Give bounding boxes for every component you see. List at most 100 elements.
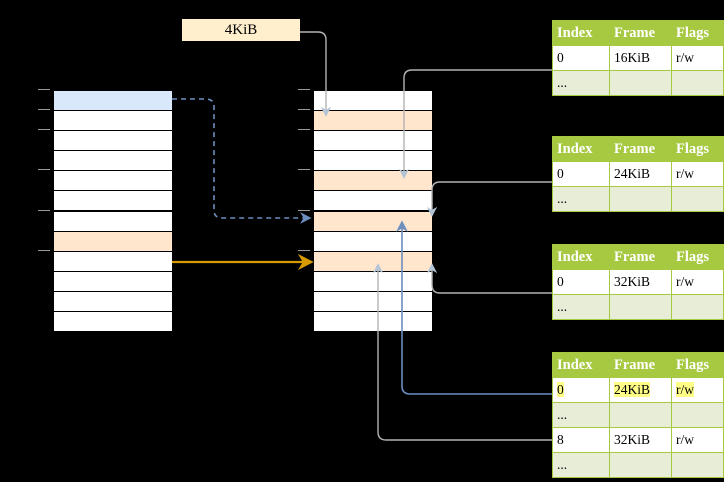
cell-frame-0: 24KiB xyxy=(609,377,672,403)
cell-flags-1 xyxy=(671,70,724,96)
wire-table2-to-physical6 xyxy=(426,181,552,217)
physical-memory-column xyxy=(312,89,433,332)
virtual-cell-row-8 xyxy=(53,250,173,272)
physical-cell-row-11 xyxy=(313,310,433,332)
virtual-cell-row-4 xyxy=(53,170,173,192)
column-header-flags: Flags xyxy=(671,20,724,46)
highlighted-value: 24KiB xyxy=(614,382,651,397)
cell-flags-1 xyxy=(671,294,724,320)
cell-flags-3 xyxy=(671,452,724,478)
physical-cell-tick-8 xyxy=(298,249,310,251)
cell-frame-1 xyxy=(609,70,672,96)
cell-flags-0: r/w xyxy=(671,45,724,71)
physical-cell-row-10 xyxy=(313,290,433,312)
page-size-label-text: 4KiB xyxy=(224,22,258,38)
cell-index-1: ... xyxy=(552,294,610,320)
physical-cell-tick-4 xyxy=(298,169,310,171)
virtual-cell-row-11 xyxy=(53,310,173,332)
cell-flags-0: r/w xyxy=(671,269,724,295)
cell-frame-0: 16KiB xyxy=(609,45,672,71)
cell-index-0: 0 xyxy=(552,269,610,295)
physical-cell-row-7 xyxy=(313,230,433,252)
virtual-cell-tick-6 xyxy=(38,209,50,211)
virtual-cell-row-0 xyxy=(53,90,173,112)
column-header-frame: Frame xyxy=(609,136,672,162)
cell-frame-3 xyxy=(609,452,672,478)
physical-cell-row-8 xyxy=(313,250,433,272)
physical-cell-row-4 xyxy=(313,170,433,192)
cell-frame-2: 32KiB xyxy=(609,427,672,453)
cell-flags-1 xyxy=(671,402,724,428)
physical-cell-row-3 xyxy=(313,150,433,172)
physical-cell-tick-6 xyxy=(298,209,310,211)
physical-cell-row-2 xyxy=(313,130,433,152)
cell-flags-2: r/w xyxy=(671,427,724,453)
virtual-cell-row-3 xyxy=(53,150,173,172)
wire-virtual0-to-physical6 xyxy=(172,98,312,224)
cell-index-2: 8 xyxy=(552,427,610,453)
physical-cell-row-1 xyxy=(313,110,433,132)
cell-index-0: 0 xyxy=(552,377,610,403)
cell-flags-0: r/w xyxy=(671,161,724,187)
virtual-cell-tick-0 xyxy=(38,89,50,90)
cell-frame-1 xyxy=(609,402,672,428)
cell-index-0: 0 xyxy=(552,161,610,187)
column-header-index: Index xyxy=(552,136,610,162)
cell-frame-0: 24KiB xyxy=(609,161,672,187)
virtual-cell-row-2 xyxy=(53,130,173,152)
table-row: 0 24KiB r/w xyxy=(552,377,724,403)
table-row: ... xyxy=(552,186,724,212)
cell-index-1: ... xyxy=(552,186,610,212)
cell-frame-0: 32KiB xyxy=(609,269,672,295)
cell-index-0: 0 xyxy=(552,45,610,71)
column-header-index: Index xyxy=(552,352,610,378)
table-row: ... xyxy=(552,294,724,320)
cell-index-1: ... xyxy=(552,402,610,428)
cell-frame-1 xyxy=(609,294,672,320)
highlighted-value: r/w xyxy=(676,382,694,397)
cell-index-3: ... xyxy=(552,452,610,478)
column-header-flags: Flags xyxy=(671,244,724,270)
cell-flags-0: r/w xyxy=(671,377,724,403)
column-header-flags: Flags xyxy=(671,352,724,378)
virtual-cell-tick-2 xyxy=(38,129,50,131)
virtual-cell-row-6 xyxy=(53,210,173,232)
virtual-cell-row-5 xyxy=(53,190,173,212)
virtual-cell-tick-8 xyxy=(38,249,50,251)
physical-cell-row-9 xyxy=(313,270,433,292)
virtual-memory-column xyxy=(52,89,173,332)
column-header-frame: Frame xyxy=(609,244,672,270)
table-row: ... xyxy=(552,70,724,96)
column-header-index: Index xyxy=(552,244,610,270)
physical-cell-row-0 xyxy=(313,90,433,112)
wire-table3-to-physical8 xyxy=(426,263,552,294)
virtual-cell-tick-4 xyxy=(38,169,50,171)
virtual-cell-row-7 xyxy=(53,230,173,252)
column-header-flags: Flags xyxy=(671,136,724,162)
virtual-cell-row-9 xyxy=(53,270,173,292)
physical-cell-row-6 xyxy=(313,210,433,232)
cell-flags-1 xyxy=(671,186,724,212)
cell-index-1: ... xyxy=(552,70,610,96)
physical-cell-tick-0 xyxy=(298,89,310,90)
physical-cell-row-5 xyxy=(313,190,433,212)
table-row: ... xyxy=(552,402,724,428)
virtual-cell-row-10 xyxy=(53,290,173,312)
column-header-index: Index xyxy=(552,20,610,46)
virtual-cell-row-1 xyxy=(53,110,173,132)
highlighted-value: 0 xyxy=(557,382,564,397)
page-size-label: 4KiB xyxy=(182,19,300,41)
